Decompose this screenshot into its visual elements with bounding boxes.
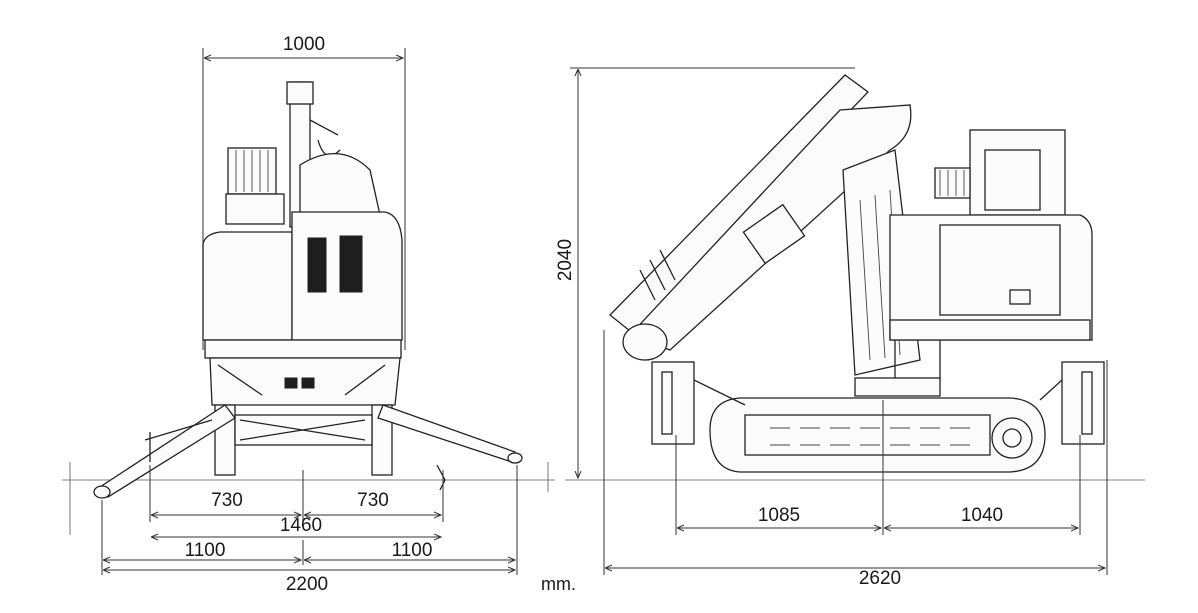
front-window-left	[307, 237, 327, 293]
side-control-levers	[939, 170, 965, 196]
label-730-right: 730	[357, 490, 389, 511]
side-body-latch	[1009, 289, 1031, 305]
side-engine-detail	[984, 149, 1041, 211]
side-sprocket-hub	[1002, 428, 1022, 448]
front-chassis-band	[204, 339, 402, 359]
side-outrigger-arms	[693, 379, 1063, 406]
label-2200: 2200	[286, 574, 328, 595]
label-1040: 1040	[961, 505, 1003, 526]
side-boom-bracket	[742, 203, 806, 265]
front-boom-head	[286, 81, 314, 105]
label-2040: 2040	[555, 239, 576, 281]
label-1100-right: 1100	[392, 540, 433, 561]
label-2620: 2620	[859, 568, 901, 589]
label-730-left: 730	[211, 490, 243, 511]
side-body-skirt	[889, 319, 1091, 341]
front-outrigger-cylinder-left	[144, 419, 213, 462]
front-view: 1000 730 730 1460 1100 1100 2200	[62, 34, 555, 595]
side-outrigger-front-rod	[661, 371, 673, 435]
label-1000: 1000	[283, 34, 325, 55]
side-boom-hook	[639, 249, 676, 301]
front-control-levers	[235, 150, 269, 192]
front-track-brace	[239, 419, 366, 441]
front-boom-hook	[309, 119, 339, 136]
front-panel-base	[225, 193, 285, 225]
front-light-left	[284, 377, 298, 389]
front-outrigger-foot-left	[93, 485, 111, 499]
front-light-right	[301, 377, 315, 389]
side-view: 2040	[555, 67, 1145, 589]
front-outrigger-foot-right	[507, 452, 523, 464]
front-outrigger-left	[99, 404, 236, 498]
front-body-left	[202, 231, 293, 341]
side-boom-tip	[622, 323, 668, 361]
side-boom-upper	[609, 74, 869, 336]
side-body-panel	[939, 224, 1061, 316]
side-track-rollers	[770, 427, 970, 446]
front-window-right	[339, 235, 363, 293]
front-outrigger-right	[377, 404, 516, 463]
front-outrigger-cylinder-right	[436, 464, 446, 491]
side-outrigger-rear-rod	[1081, 371, 1093, 435]
units-label: mm.	[541, 574, 576, 594]
label-1100-left: 1100	[185, 540, 226, 561]
front-outrigger-hinges	[217, 364, 386, 396]
label-1085: 1085	[758, 505, 800, 526]
label-1460: 1460	[280, 515, 322, 536]
side-track-frame	[744, 414, 991, 456]
front-engine-hood	[299, 153, 381, 216]
side-turret-base	[854, 377, 941, 397]
side-outrigger-front	[651, 361, 695, 445]
